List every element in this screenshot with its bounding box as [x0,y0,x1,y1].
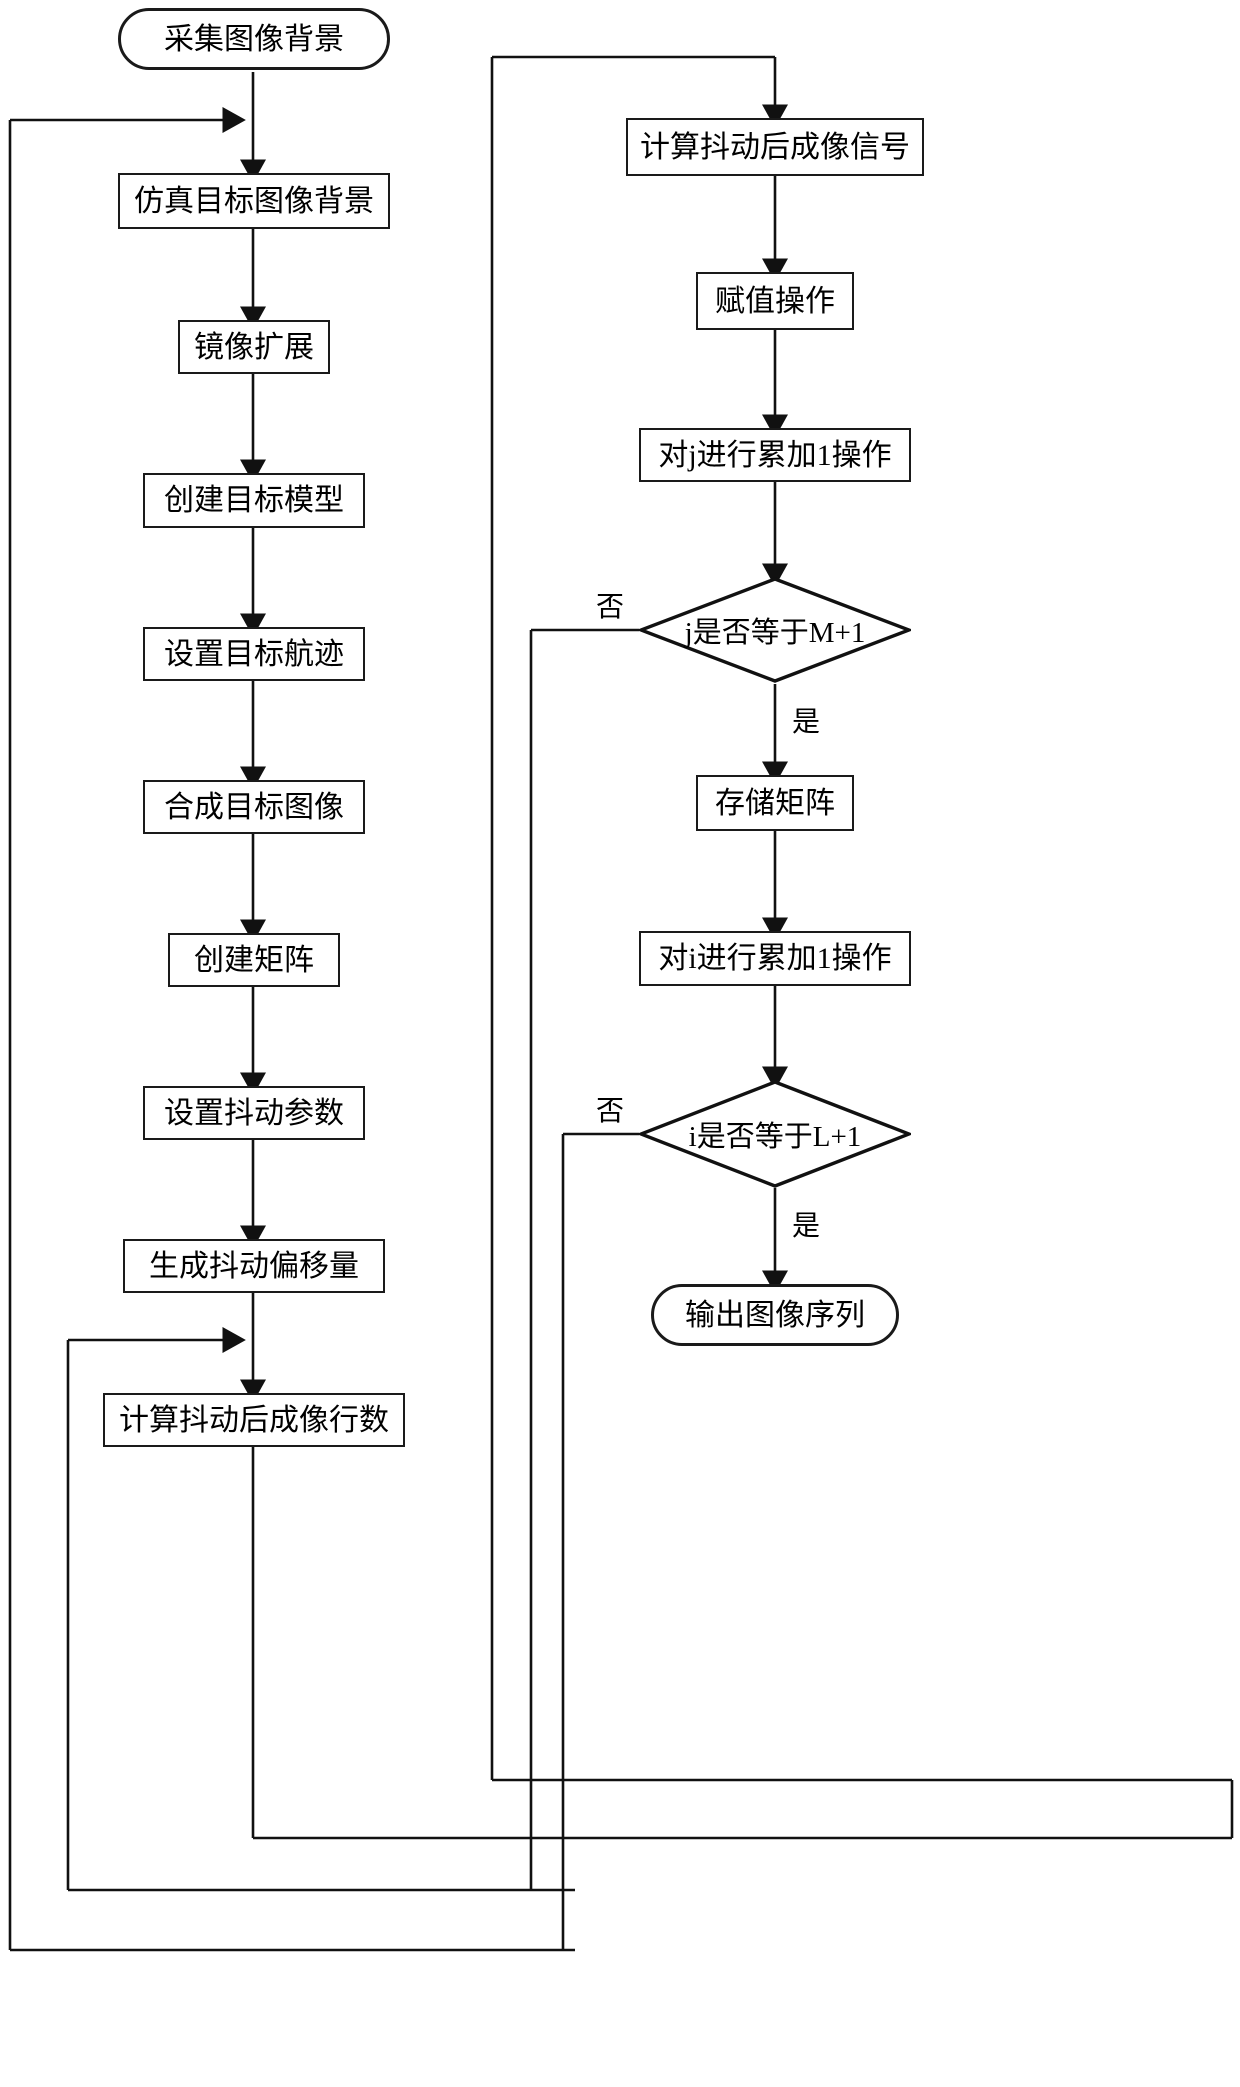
process-label: 计算抖动后成像行数 [119,1403,389,1437]
process-set-target-track[interactable]: 设置目标航迹 [143,627,365,681]
process-label: 存储矩阵 [715,786,835,820]
process-label: 合成目标图像 [164,790,344,824]
process-label: 生成抖动偏移量 [149,1249,359,1283]
process-store-matrix[interactable]: 存储矩阵 [696,775,854,831]
process-mirror-extension[interactable]: 镜像扩展 [178,320,330,374]
process-label: 对i进行累加1操作 [658,942,892,975]
process-create-matrix[interactable]: 创建矩阵 [168,933,340,987]
process-compute-jittered-imaging-signal[interactable]: 计算抖动后成像信号 [626,118,924,176]
process-increment-i[interactable]: 对i进行累加1操作 [639,931,911,986]
process-create-target-model[interactable]: 创建目标模型 [143,473,365,528]
end-terminator[interactable]: 输出图像序列 [651,1284,899,1346]
process-simulate-target-background[interactable]: 仿真目标图像背景 [118,173,390,229]
edge-label-i-no: 否 [596,1096,625,1127]
process-increment-j[interactable]: 对j进行累加1操作 [639,428,911,482]
process-label: 镜像扩展 [194,330,314,364]
process-label: 对j进行累加1操作 [658,438,892,472]
process-label: 创建目标模型 [164,484,344,517]
edge-label-j-yes: 是 [792,707,821,738]
start-terminator[interactable]: 采集图像背景 [118,8,390,70]
end-label: 输出图像序列 [685,1298,865,1332]
process-label: 赋值操作 [715,284,835,318]
process-synthesize-target-image[interactable]: 合成目标图像 [143,780,365,834]
process-set-jitter-parameters[interactable]: 设置抖动参数 [143,1086,365,1140]
diamond-shape [639,1080,911,1188]
process-label: 仿真目标图像背景 [134,184,374,218]
edge-label-j-no: 否 [596,592,625,623]
decision-label: j是否等于M+1 [684,617,866,649]
edge-label-i-yes: 是 [792,1211,821,1242]
diamond-shape [639,577,911,683]
decision-label: i是否等于L+1 [688,1121,862,1153]
decision-j-equals-m-plus-1[interactable]: j是否等于M+1 [639,577,911,683]
process-label: 创建矩阵 [194,943,314,977]
process-label: 设置目标航迹 [164,637,344,671]
process-label: 计算抖动后成像信号 [640,130,910,164]
process-label: 设置抖动参数 [164,1096,344,1130]
process-assignment-operation[interactable]: 赋值操作 [696,272,854,330]
process-compute-jittered-image-rows[interactable]: 计算抖动后成像行数 [103,1393,405,1447]
start-label: 采集图像背景 [164,22,344,56]
decision-i-equals-l-plus-1[interactable]: i是否等于L+1 [639,1080,911,1188]
process-generate-jitter-offset[interactable]: 生成抖动偏移量 [123,1239,385,1293]
